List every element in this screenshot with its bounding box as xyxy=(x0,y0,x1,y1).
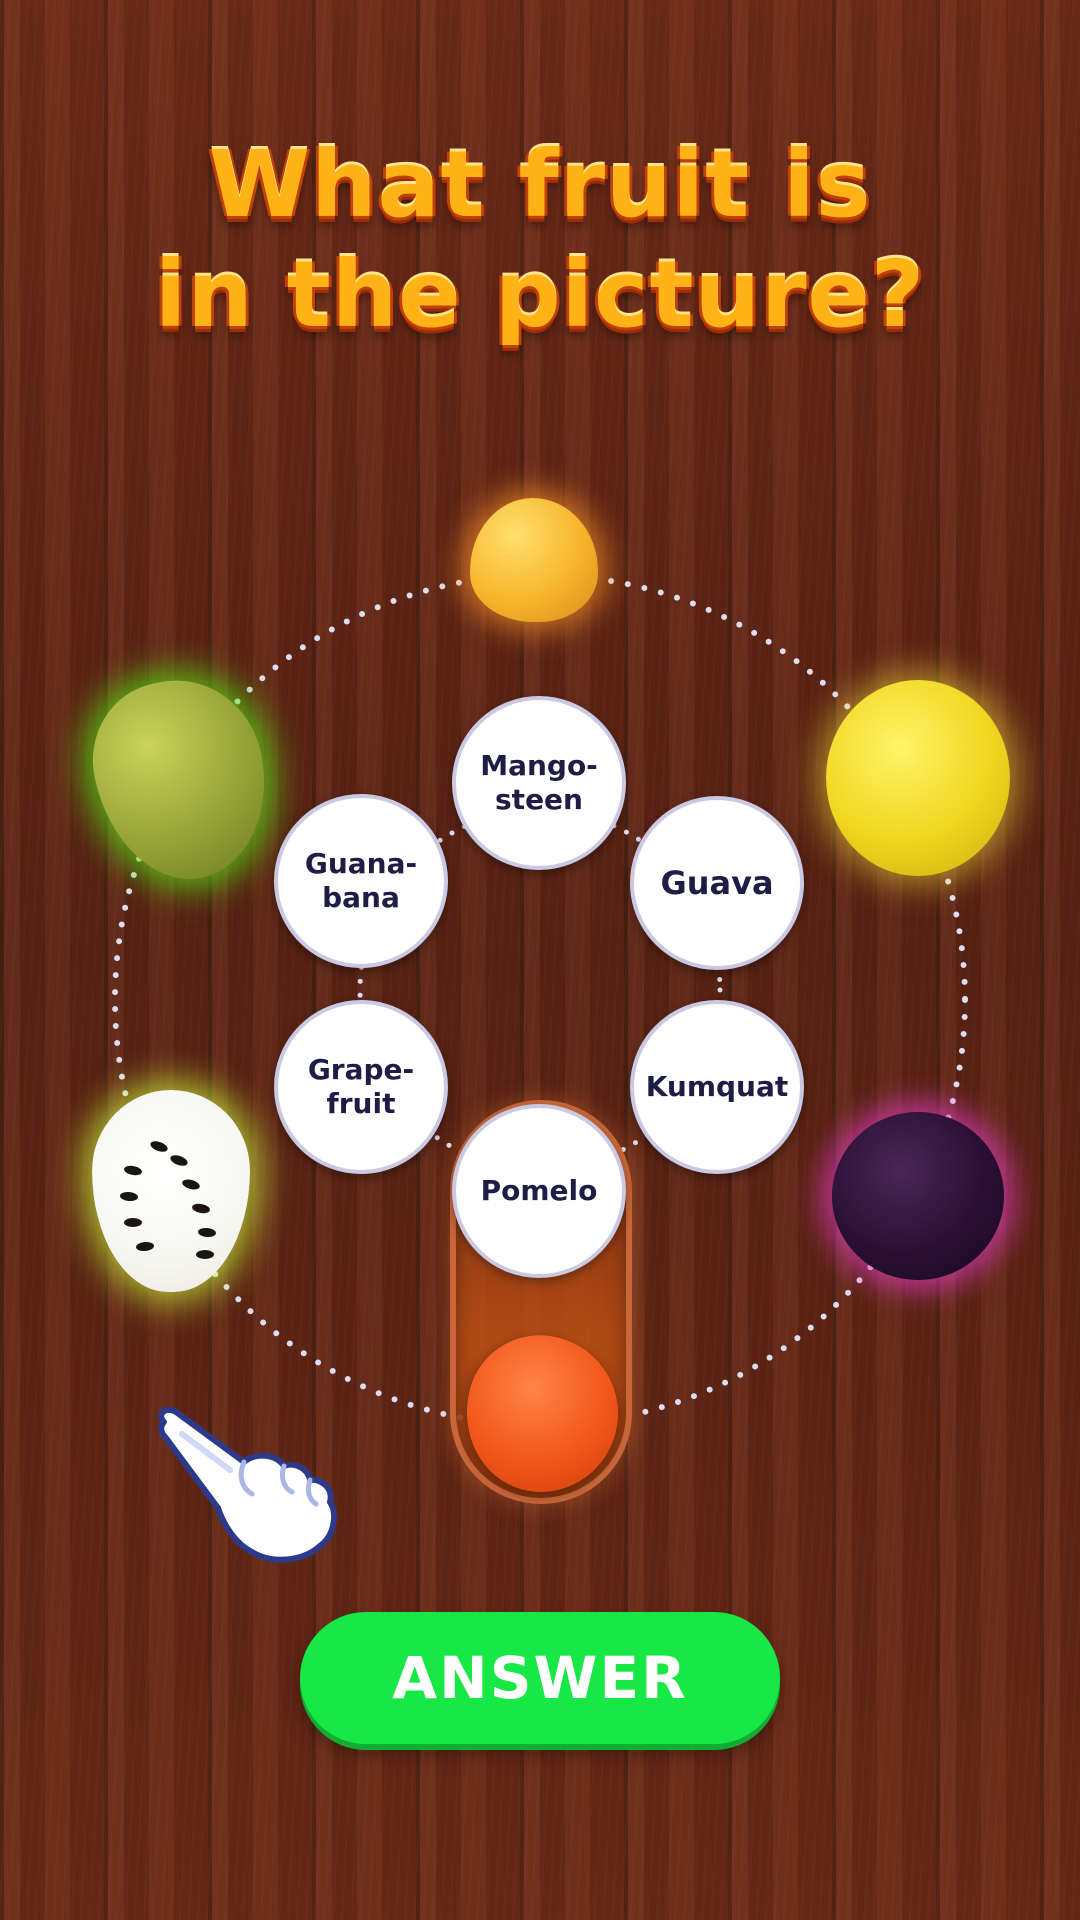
option-label: Guava xyxy=(660,864,774,902)
option-label: Mango- xyxy=(480,749,598,782)
fruit-soursop xyxy=(92,1090,250,1292)
option-label: Kumquat xyxy=(645,1070,789,1103)
option-pomelo[interactable]: Pomelo xyxy=(452,1104,626,1278)
option-label: Grape- xyxy=(307,1053,415,1086)
fruit-papaya xyxy=(78,664,284,896)
option-mangosteen[interactable]: Mango- steen xyxy=(452,696,626,870)
fruit-mangosteen xyxy=(832,1112,1004,1280)
question-line-2: in the picture? xyxy=(154,241,926,348)
option-kumquat[interactable]: Kumquat xyxy=(630,1000,804,1174)
option-guava[interactable]: Guava xyxy=(630,796,804,970)
option-label: steen xyxy=(495,783,583,816)
option-label: fruit xyxy=(326,1087,396,1120)
option-label: bana xyxy=(322,881,400,914)
option-guanabana[interactable]: Guana- bana xyxy=(274,794,448,968)
fruit-top-orange xyxy=(470,498,598,622)
option-label: Pomelo xyxy=(480,1174,598,1207)
fruit-lemon xyxy=(826,680,1010,876)
question-line-1: What fruit is xyxy=(208,131,872,238)
answer-button[interactable]: ANSWER xyxy=(300,1612,780,1744)
question-title: What fruit is in the picture? xyxy=(0,130,1080,350)
pointing-hand-icon xyxy=(158,1406,338,1563)
option-label: Guana- xyxy=(304,847,418,880)
option-grapefruit[interactable]: Grape- fruit xyxy=(274,1000,448,1174)
